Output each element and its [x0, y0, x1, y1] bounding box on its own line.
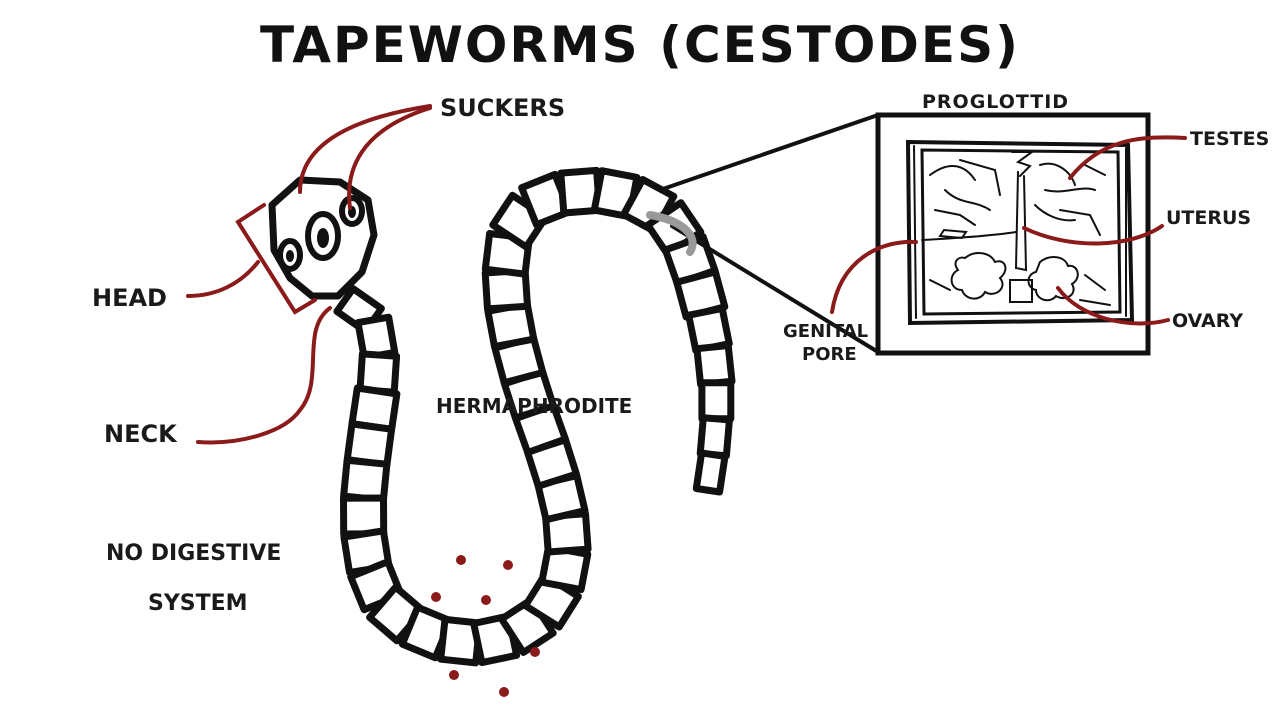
suckers-label: SUCKERS: [440, 94, 565, 122]
neck-label: NECK: [104, 420, 178, 448]
body-segment: [692, 449, 729, 496]
body-segment: [340, 456, 391, 504]
tapeworm-body: [333, 166, 736, 667]
body-segment: [518, 170, 574, 229]
egg-dots: [431, 555, 540, 697]
no-digestive-label: NO DIGESTIVE: [106, 541, 281, 566]
body-segment: [698, 379, 735, 423]
pore-label: PORE: [802, 344, 857, 365]
ovary-label: OVARY: [1172, 310, 1243, 332]
body-segment: [354, 313, 399, 362]
head-label: HEAD: [92, 284, 167, 312]
body-segment: [481, 266, 531, 313]
body-segment: [693, 342, 736, 388]
proglottid-label: PROGLOTTID: [922, 91, 1069, 113]
tapeworm-head: [268, 176, 378, 300]
uterus-label: UTERUS: [1166, 207, 1251, 229]
genital-label: GENITAL: [783, 321, 868, 342]
page-title: TAPEWORMS (CESTODES): [260, 16, 1020, 74]
hermaphrodite-label: HERMAPHRODITE: [436, 394, 632, 418]
testes-label: TESTES: [1190, 128, 1269, 150]
system-label: SYSTEM: [148, 591, 248, 616]
body-segment: [557, 166, 603, 217]
